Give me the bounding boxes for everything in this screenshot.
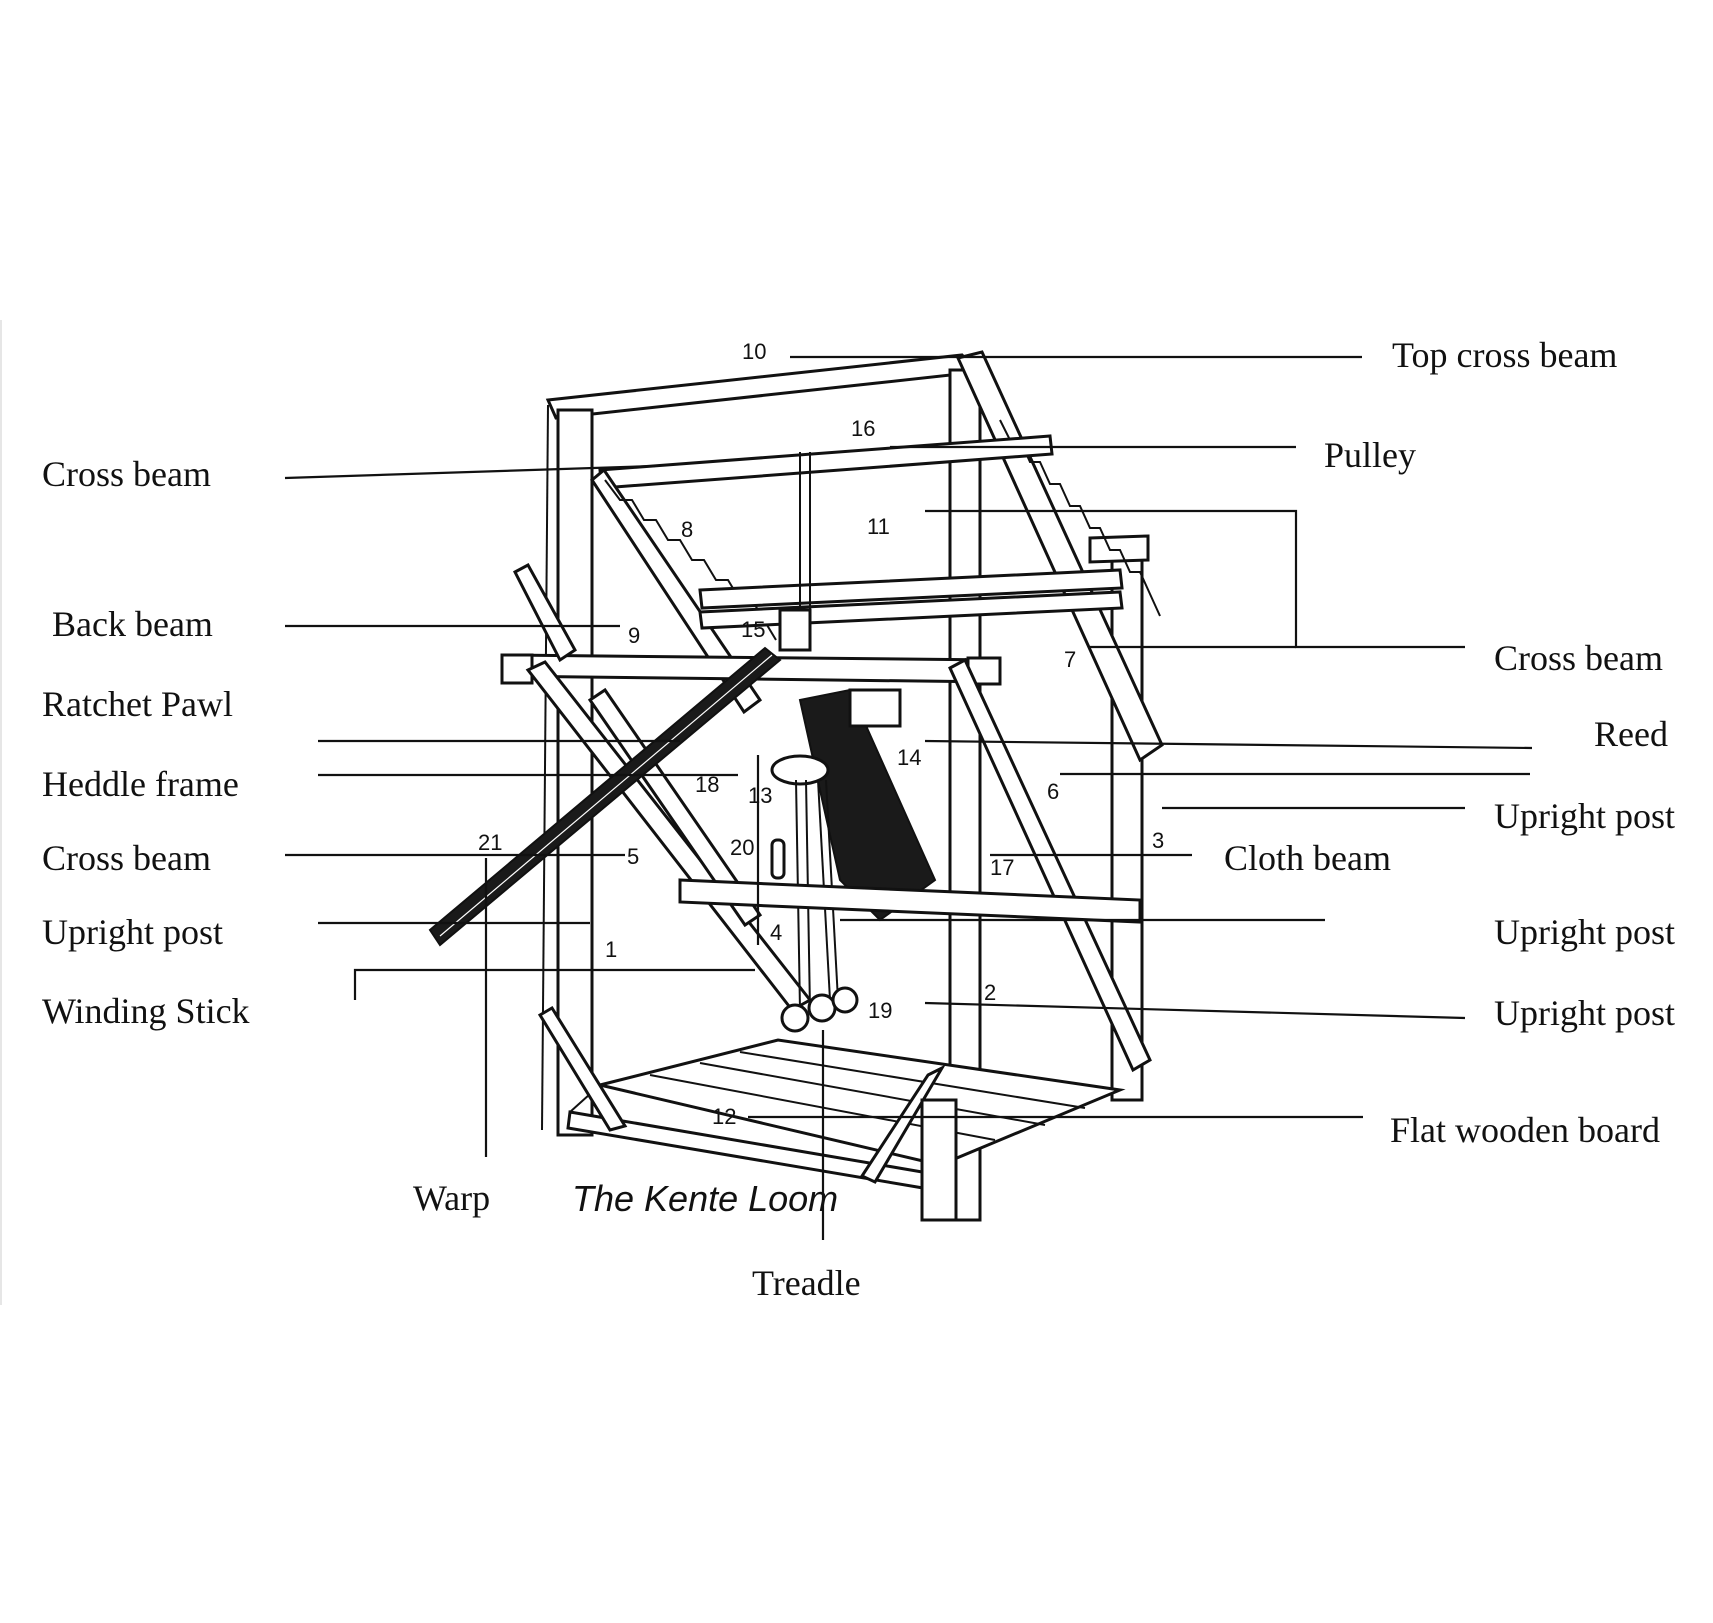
diagonal-brace-18 [587, 687, 763, 928]
upright-post-2-base [920, 1098, 958, 1222]
support-brace-left [537, 1005, 628, 1132]
part-number-19: 19 [868, 998, 892, 1023]
part-number-2: 2 [984, 980, 996, 1005]
leader-cross-beam-right [925, 509, 1465, 649]
board-slat-3 [739, 1051, 1086, 1109]
cloth-beam [678, 878, 1142, 924]
support-brace-right [859, 1064, 946, 1184]
label-back-beam: Back beam [52, 604, 213, 644]
part-number-10: 10 [742, 339, 766, 364]
label-flat-wooden-board: Flat wooden board [1390, 1110, 1660, 1150]
part-number-7: 7 [1064, 647, 1076, 672]
upright-post-1 [556, 408, 594, 1137]
label-upright-post-right-1: Upright post [1494, 796, 1676, 836]
part-number-11: 11 [867, 514, 890, 539]
part-number-17: 17 [990, 855, 1014, 880]
part-number-15: 15 [741, 617, 765, 642]
left-edge-line [0, 320, 2, 1305]
winding-stick [770, 838, 786, 880]
label-upright-post-right-2: Upright post [1494, 912, 1676, 952]
part-numbers: 10 16 8 11 9 15 7 14 18 13 6 3 21 5 20 1… [478, 339, 1164, 1129]
part-number-14: 14 [897, 745, 921, 770]
treadle-2 [807, 993, 837, 1023]
part-number-8: 8 [681, 517, 693, 542]
label-top-cross-beam: Top cross beam [1392, 335, 1618, 375]
board-slat-2 [699, 1062, 1046, 1126]
leader-lines [284, 355, 1533, 1240]
pulley-beam [598, 434, 1054, 490]
label-heddle-frame: Heddle frame [42, 764, 239, 804]
label-cross-beam-left-top: Cross beam [42, 454, 211, 494]
label-pulley: Pulley [1324, 435, 1417, 475]
diagonal-brace-8 [590, 467, 763, 715]
part-number-12: 12 [712, 1104, 736, 1129]
label-upright-post-right-3: Upright post [1494, 993, 1676, 1033]
label-reed: Reed [1594, 714, 1668, 754]
part-number-9: 9 [628, 623, 640, 648]
part-number-4: 4 [770, 920, 782, 945]
cross-beam-11 [698, 568, 1124, 610]
flat-wooden-board [599, 1038, 1126, 1167]
part-number-6: 6 [1047, 779, 1059, 804]
warp-highlight [439, 654, 773, 937]
leader-cross-beam-left [284, 464, 656, 480]
part-number-5: 5 [627, 844, 639, 869]
label-ratchet-pawl: Ratchet Pawl [42, 684, 233, 724]
label-upright-post-left: Upright post [42, 912, 224, 952]
back-stick [512, 562, 577, 663]
diagram-title: The Kente Loom [572, 1178, 839, 1219]
heddle-pulley [770, 754, 830, 786]
part-number-18: 18 [695, 772, 719, 797]
label-warp: Warp [413, 1178, 491, 1218]
label-cross-beam-right: Cross beam [1494, 638, 1663, 678]
upright-post-back-left [541, 404, 549, 1131]
label-cloth-beam: Cloth beam [1224, 838, 1391, 878]
treadle-1 [780, 1003, 810, 1033]
label-treadle: Treadle [752, 1263, 861, 1303]
part-number-3: 3 [1152, 828, 1164, 853]
leader-upright-post-2 [924, 1001, 1466, 1020]
label-winding-stick: Winding Stick [42, 991, 250, 1031]
part-number-20: 20 [730, 835, 754, 860]
part-number-1: 1 [605, 937, 617, 962]
label-cross-beam-left-bottom: Cross beam [42, 838, 211, 878]
part-number-16: 16 [851, 416, 875, 441]
part-number-13: 13 [748, 783, 772, 808]
leader-winding-stick [353, 968, 755, 1000]
part-number-21: 21 [478, 830, 502, 855]
treadle-3 [831, 986, 859, 1014]
top-cross-beam [545, 353, 982, 420]
diagonal-brace-6 [948, 657, 1152, 1073]
pulley-block-15 [778, 608, 812, 652]
reed-block [848, 688, 902, 728]
leader-reed [924, 739, 1533, 750]
